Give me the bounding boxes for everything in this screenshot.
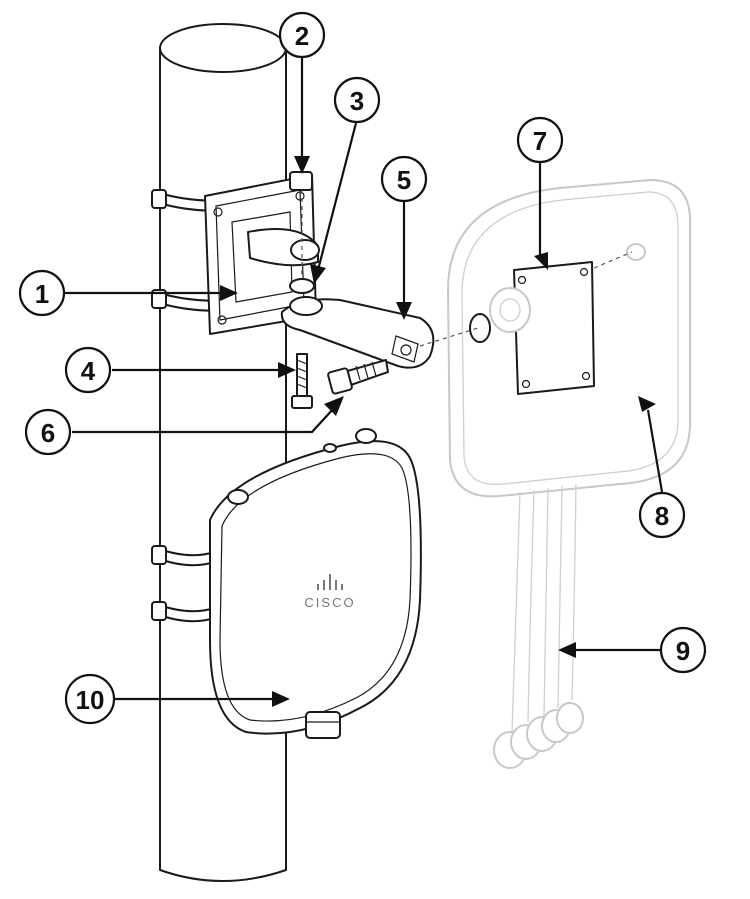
antenna-cables <box>493 483 584 769</box>
callout-9: 9 <box>659 626 707 674</box>
external-antenna <box>419 178 691 498</box>
callout-2-label: 2 <box>295 21 309 51</box>
callout-5-label: 5 <box>397 165 411 195</box>
pole <box>159 23 287 882</box>
cisco-logo: CISCO <box>304 574 355 610</box>
mounting-arm <box>280 296 435 369</box>
callout-6-label: 6 <box>41 418 55 448</box>
callout-2: 2 <box>278 11 326 59</box>
vertical-bolt <box>291 353 313 409</box>
logo-text: CISCO <box>304 595 355 610</box>
callout-4-label: 4 <box>81 356 96 386</box>
callout-10-label: 10 <box>76 685 105 715</box>
callout-3-label: 3 <box>350 86 364 116</box>
callout-10: 10 <box>64 673 116 725</box>
callout-5: 5 <box>380 155 428 203</box>
access-point: CISCO <box>151 428 422 739</box>
callout-6: 6 <box>24 408 72 456</box>
callout-leaders <box>64 58 664 707</box>
horizontal-bolt <box>327 359 389 395</box>
callout-7-label: 7 <box>533 126 547 156</box>
callout-4: 4 <box>64 346 112 394</box>
callout-8-label: 8 <box>655 501 669 531</box>
callout-3: 3 <box>333 76 381 124</box>
callout-8: 8 <box>638 491 686 539</box>
callout-7: 7 <box>516 116 564 164</box>
callout-1: 1 <box>18 269 66 317</box>
callout-1-label: 1 <box>35 279 49 309</box>
callout-9-label: 9 <box>676 636 690 666</box>
